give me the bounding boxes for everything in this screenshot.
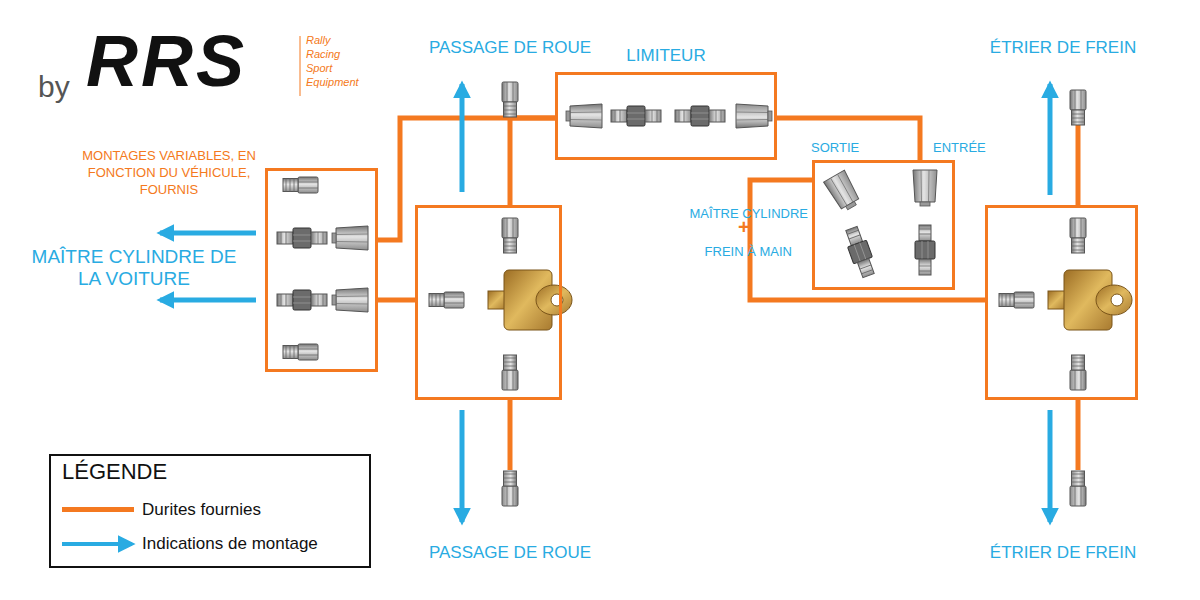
hose-stub bbox=[1076, 400, 1081, 470]
mounting-arrow bbox=[160, 84, 1050, 522]
logo-separator bbox=[300, 36, 301, 96]
union-adapter bbox=[277, 228, 327, 248]
mounting-arrow bbox=[460, 410, 465, 522]
mounting-arrow bbox=[1048, 84, 1053, 195]
cap-nut bbox=[824, 170, 863, 213]
cap-nut bbox=[566, 104, 602, 128]
hose-stub bbox=[510, 125, 1078, 470]
brass-tee bbox=[1048, 270, 1132, 330]
brake-hose bbox=[750, 180, 985, 300]
legend-frame bbox=[50, 455, 370, 567]
tube-nut bbox=[502, 82, 518, 117]
tee-box bbox=[415, 205, 562, 400]
hose-stub bbox=[1076, 125, 1081, 205]
brake-hose bbox=[510, 118, 555, 205]
tube-nut bbox=[999, 292, 1034, 308]
union-adapter bbox=[915, 225, 935, 275]
legend-title: LÉGENDE bbox=[62, 459, 167, 484]
tube-nut bbox=[1070, 471, 1086, 506]
mounting-label: MAÎTRE CYLINDRE bbox=[630, 207, 808, 222]
hose-stub bbox=[508, 400, 513, 470]
logo-tagline: Racing bbox=[306, 48, 340, 61]
legend-arrow-sample bbox=[62, 542, 132, 546]
cap-nut bbox=[332, 288, 368, 312]
logo-tagline: Sport bbox=[306, 62, 332, 75]
mounting-arrow bbox=[160, 231, 256, 236]
legend-text: Indications de montage bbox=[142, 534, 318, 554]
union-adapter bbox=[277, 290, 327, 310]
legend-text: Durites fournies bbox=[142, 500, 261, 520]
tube-nut bbox=[502, 355, 518, 390]
tee-box bbox=[985, 205, 1138, 400]
brake-hose bbox=[378, 298, 415, 303]
brake-hose bbox=[777, 118, 920, 160]
node-label: ENTRÉE bbox=[933, 141, 986, 155]
tube-nut bbox=[283, 344, 318, 360]
plus-sign: + bbox=[738, 216, 750, 239]
legend-swatch bbox=[62, 507, 134, 512]
tube-nut bbox=[1070, 355, 1086, 390]
tube-nut bbox=[283, 177, 318, 193]
fitting-group-box bbox=[265, 168, 378, 372]
node-label: SORTIE bbox=[811, 141, 859, 155]
logo-text: RRS bbox=[86, 20, 247, 103]
adapter-box: SORTIEENTRÉE bbox=[812, 160, 955, 290]
brake-hose bbox=[378, 118, 555, 240]
tube-nut bbox=[1070, 90, 1086, 125]
note-label: MONTAGES VARIABLES, EN FONCTION DU VÉHIC… bbox=[66, 148, 272, 199]
mounting-label: FREIN À MAIN bbox=[630, 245, 792, 260]
logo-tagline: Rally bbox=[306, 34, 330, 47]
mounting-arrow bbox=[1048, 410, 1053, 522]
mounting-arrow bbox=[160, 298, 256, 303]
cap-nut bbox=[913, 170, 937, 206]
mounting-label: PASSAGE DE ROUE bbox=[392, 38, 628, 58]
mounting-label: MAÎTRE CYLINDRE DE LA VOITURE bbox=[20, 246, 248, 290]
cap-nut bbox=[332, 226, 368, 250]
logo-tagline: Equipment bbox=[306, 76, 359, 89]
mounting-label: ÉTRIER DE FREIN bbox=[948, 38, 1178, 58]
tube-nut bbox=[502, 471, 518, 506]
tube-nut bbox=[502, 218, 518, 253]
limiter-box: LIMITEUR bbox=[555, 72, 777, 160]
mounting-arrow bbox=[460, 84, 465, 192]
union-adapter bbox=[675, 106, 725, 126]
logo-text: by bbox=[38, 70, 70, 105]
union-adapter bbox=[611, 106, 661, 126]
union-adapter bbox=[842, 225, 878, 279]
tube-nut bbox=[1070, 218, 1086, 253]
mounting-label: ÉTRIER DE FREIN bbox=[948, 543, 1178, 563]
mounting-label: PASSAGE DE ROUE bbox=[392, 543, 628, 563]
cap-nut bbox=[736, 104, 772, 128]
tube-nut bbox=[429, 292, 464, 308]
